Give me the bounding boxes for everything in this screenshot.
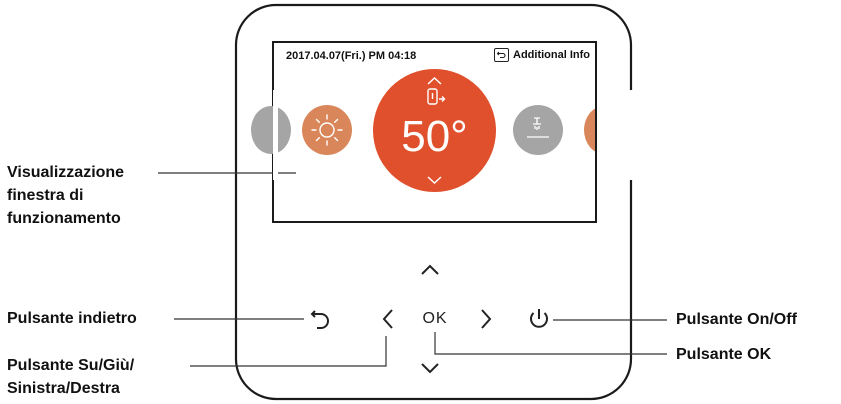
callout-direction-buttons-line-1: Pulsante Su/Giù/ [7, 357, 135, 374]
sun-icon [311, 114, 343, 146]
chevron-up-icon [421, 264, 439, 275]
back-button[interactable] [304, 302, 338, 336]
callout-operation-window-line-3: funzionamento [7, 210, 121, 227]
callout-back-button: Pulsante indietro [7, 310, 137, 327]
mode-sun[interactable] [302, 105, 352, 155]
callout-direction-buttons-line-2: Sinistra/Destra [7, 380, 120, 397]
back-arrow-icon [310, 310, 329, 329]
right-button[interactable] [468, 302, 502, 336]
temperature-value: 50° [401, 112, 468, 161]
active-mode-graphics [427, 76, 446, 185]
ok-button[interactable]: OK [422, 310, 448, 327]
leader-ok-button [434, 332, 667, 355]
screen-datetime: 2017.04.07(Fri.) PM 04:18 [286, 50, 417, 62]
additional-info-label: Additional Info [513, 49, 590, 61]
chevron-up-icon [427, 76, 442, 85]
mode-circle-partial-left[interactable] [251, 106, 291, 154]
shower-icon [527, 117, 549, 138]
chevron-down-icon [427, 176, 442, 185]
power-icon [530, 309, 548, 328]
callout-direction-buttons: Pulsante Su/Giù/ Sinistra/Destra [7, 354, 134, 400]
mode-shower[interactable] [513, 105, 563, 155]
up-button[interactable] [413, 252, 447, 286]
chevron-left-icon [382, 309, 393, 329]
callout-operation-window-line-2: finestra di [7, 187, 84, 204]
leader-direction-buttons [190, 336, 387, 367]
left-button[interactable] [372, 302, 406, 336]
chevron-down-icon [421, 363, 439, 374]
chevron-right-icon [481, 309, 492, 329]
down-button[interactable] [413, 352, 447, 386]
mode-active-hot-water[interactable]: 50° [373, 69, 496, 192]
additional-info-link[interactable]: Additional Info [494, 48, 590, 62]
power-button[interactable] [522, 302, 556, 336]
water-heater-icon [427, 88, 446, 105]
callout-operation-window-line-1: Visualizzazione [7, 164, 125, 181]
callout-power-button: Pulsante On/Off [676, 311, 797, 328]
callout-ok-button: Pulsante OK [676, 346, 772, 363]
back-arrow-box-icon [494, 48, 509, 62]
callout-operation-window: Visualizzazione finestra di funzionament… [7, 161, 124, 230]
